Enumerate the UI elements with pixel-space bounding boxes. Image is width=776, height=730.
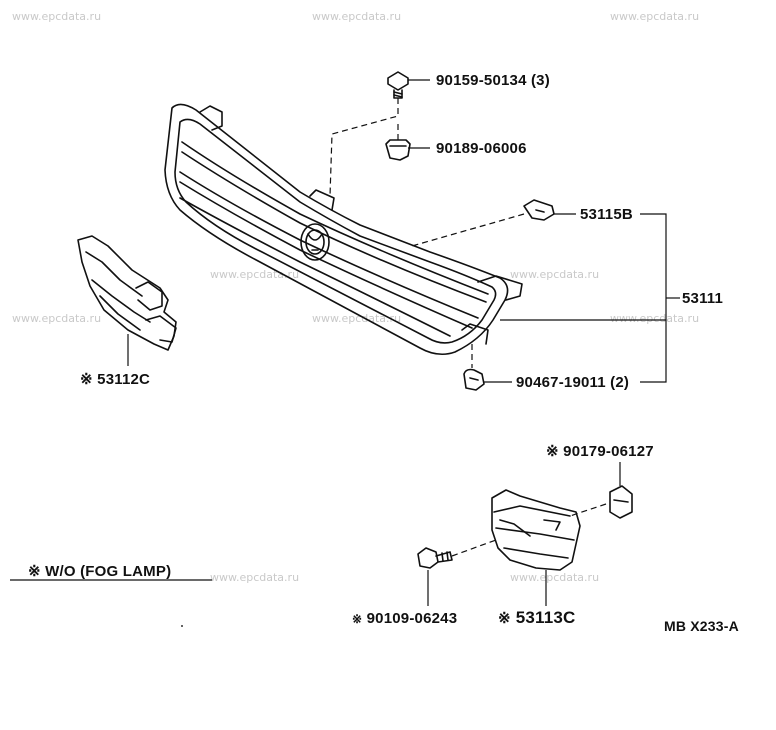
watermark: www.epcdata.ru [312,10,402,23]
clip-drawing [463,368,485,391]
label-right-bracket-number: 53113C [515,608,576,627]
watermark: www.epcdata.ru [210,571,300,584]
watermark: www.epcdata.ru [12,312,102,325]
right-bracket-drawing [491,489,581,571]
label-clip: 90467-19011 (2) [516,374,630,391]
retainer-drawing [523,199,555,221]
label-grille: 53111 [682,290,724,307]
marker-symbol: ※ [546,443,559,460]
marker-symbol: ※ [352,612,363,626]
label-left-bracket: ※ 53112C [80,370,150,388]
label-right-bracket: ※ 53113C [498,608,576,628]
marker-symbol: ※ [498,610,511,627]
watermark: www.epcdata.ru [12,10,102,23]
watermark: www.epcdata.ru [510,571,600,584]
screw-drawing [417,547,453,569]
marker-symbol: ※ [80,371,93,388]
bolt-drawing [387,71,409,99]
nut-drawing [385,139,411,161]
label-right-clip: ※ 90179-06127 [546,442,654,460]
label-right-clip-number: 90179-06127 [563,443,654,460]
label-bolt: 90159-50134 (3) [436,72,550,89]
watermark: www.epcdata.ru [510,268,600,281]
note-without-fog-lamp: ※ W/O (FOG LAMP) [28,562,171,580]
label-screw-number: 90109-06243 [366,610,458,627]
marker-symbol: ※ [28,563,41,580]
label-screw: ※ 90109-06243 [352,610,457,627]
label-retainer: 53115B [580,206,633,223]
grille-drawing [164,103,523,356]
watermark: www.epcdata.ru [312,312,402,325]
label-left-bracket-number: 53112C [97,371,151,388]
note-text: W/O (FOG LAMP) [45,563,172,580]
watermark: www.epcdata.ru [610,10,700,23]
label-nut: 90189-06006 [436,140,527,157]
diagram-code: MB X233-A [664,618,739,634]
watermark: www.epcdata.ru [610,312,700,325]
left-bracket-drawing [77,235,177,351]
right-clip-drawing [609,485,633,519]
